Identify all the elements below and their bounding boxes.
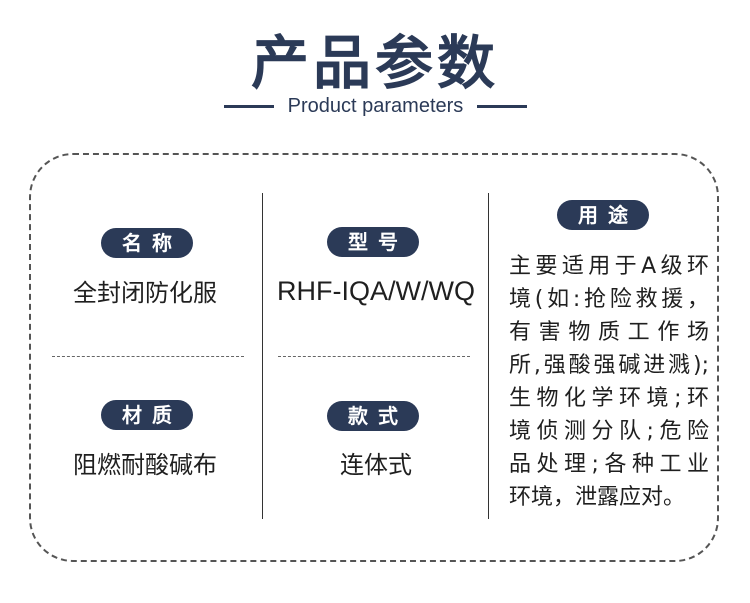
row-divider-middle <box>278 356 470 357</box>
usage-line: 有害物质工作场 <box>509 320 709 345</box>
usage-line: 境侦测分队;危险 <box>509 419 709 444</box>
page-subtitle: Product parameters <box>287 95 464 117</box>
model-label-badge: 型号 <box>327 227 419 257</box>
model-value: RHF-IQA/W/WQ <box>277 276 475 306</box>
usage-line: 环境，泄露应对。 <box>509 485 686 510</box>
subtitle-line-left <box>224 105 274 108</box>
usage-line: 品处理;各种工业 <box>509 452 709 477</box>
name-label-badge: 名称 <box>101 228 193 258</box>
style-label-badge: 款式 <box>327 401 419 431</box>
page-title: 产品参数 <box>250 29 499 97</box>
column-divider-2 <box>488 193 489 519</box>
usage-line: 境(如:抢险救援， <box>509 287 709 312</box>
column-divider-1 <box>262 193 263 519</box>
usage-line: 所,强酸强碱进溅); <box>509 353 709 378</box>
material-label-badge: 材质 <box>101 400 193 430</box>
usage-text: 主要适用于A级环 境(如:抢险救援， 有害物质工作场 所,强酸强碱进溅); 生物… <box>509 250 709 514</box>
subtitle-row: Product parameters <box>0 93 750 119</box>
parameter-card <box>29 153 719 562</box>
style-value: 连体式 <box>340 451 412 479</box>
row-divider-left <box>52 356 244 357</box>
subtitle-line-right <box>477 105 527 108</box>
name-value: 全封闭防化服 <box>73 279 217 307</box>
usage-line: 生物化学环境;环 <box>509 386 709 411</box>
usage-label-badge: 用途 <box>557 200 649 230</box>
material-value: 阻燃耐酸碱布 <box>73 451 217 479</box>
usage-line: 主要适用于A级环 <box>509 254 709 279</box>
